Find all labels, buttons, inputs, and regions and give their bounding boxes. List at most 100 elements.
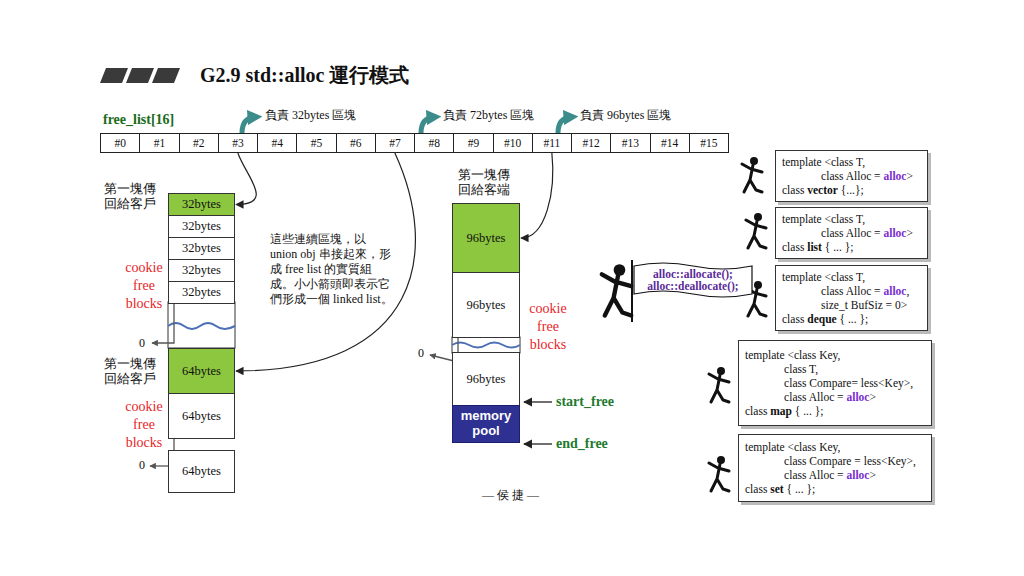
allocator-name: alloc xyxy=(846,469,869,481)
node-text: alloc::allocate(); xyxy=(653,268,733,280)
polygon-shape xyxy=(100,68,128,83)
diagram-title: G2.9 std::alloc 運行模式 xyxy=(200,62,409,89)
node-text: #11 xyxy=(543,137,560,149)
code-line: class Compare = less<Key>, xyxy=(745,454,916,468)
free-list-slot: #3 xyxy=(218,133,258,153)
path-shape xyxy=(558,117,571,133)
path-shape xyxy=(524,401,552,402)
node-text: #12 xyxy=(583,137,600,149)
code-line: class Alloc = alloc, xyxy=(782,284,909,298)
null-marker: 0 xyxy=(139,336,145,351)
node-text: 96bytes xyxy=(467,298,506,313)
node-text: #9 xyxy=(468,137,480,149)
memory-block: 32bytes xyxy=(168,281,235,304)
memory-block: 64bytes xyxy=(168,393,235,439)
node-text: 32bytes xyxy=(182,285,221,300)
node-text: #0 xyxy=(114,137,126,149)
free-list-slot: #5 xyxy=(296,133,336,153)
allocator-name: alloc xyxy=(883,285,906,297)
pointer-name: end_free xyxy=(556,436,608,452)
template-box: template <class T,class Alloc = alloc>cl… xyxy=(775,207,928,259)
node-text: 32bytes xyxy=(182,263,221,278)
memory-block: 96bytes xyxy=(452,272,520,338)
polygon-shape xyxy=(126,68,154,83)
free-list-slot: #9 xyxy=(453,133,493,153)
free-list-pointer xyxy=(521,153,553,238)
allocator-name: alloc xyxy=(883,227,906,239)
free-list-slot: #7 xyxy=(375,133,415,153)
code-line: class set { ... }; xyxy=(745,482,815,496)
use-shape xyxy=(742,157,762,192)
code-line: size_t BufSiz = 0> xyxy=(782,298,907,312)
node-text: #5 xyxy=(311,137,323,149)
author-credit: — 侯 捷 — xyxy=(482,487,539,504)
code-line: class list { ... }; xyxy=(782,240,853,254)
code-line: template <class T, xyxy=(782,155,865,169)
code-line: class Alloc = alloc> xyxy=(745,390,876,404)
cookie-free-label: cookie free blocks xyxy=(524,300,572,355)
free-list-slot: #11 xyxy=(532,133,572,153)
node-text: #1 xyxy=(154,137,166,149)
node-text: memory pool xyxy=(461,409,512,439)
node-text: #13 xyxy=(622,137,639,149)
class-name: vector xyxy=(807,184,838,196)
free-list-slot: #4 xyxy=(257,133,297,153)
returned-block: 64bytes xyxy=(168,348,235,394)
code-line: class Compare= less<Key>, xyxy=(745,376,913,390)
code-line: class Alloc = alloc> xyxy=(782,169,913,183)
node-text: #10 xyxy=(504,137,521,149)
callout-text: 負責 32bytes 區塊 xyxy=(265,107,356,124)
use-shape xyxy=(746,213,766,248)
cookie-free-label: cookie free blocks xyxy=(120,259,168,314)
node-text: alloc::deallocate(); xyxy=(647,280,738,292)
code-line: template <class Key, xyxy=(745,440,840,454)
null-marker: 0 xyxy=(139,458,145,473)
node-text: #6 xyxy=(350,137,362,149)
node-text: 64bytes xyxy=(182,409,221,424)
code-line: class Alloc = alloc> xyxy=(745,468,876,482)
rect-shape xyxy=(168,302,235,348)
cookie-free-label: cookie free blocks xyxy=(120,398,168,453)
code-line: template <class Key, xyxy=(745,348,840,362)
memory-pool: memory pool xyxy=(452,405,520,443)
path-shape xyxy=(168,323,235,329)
node-text: #4 xyxy=(271,137,283,149)
pointer-name: start_free xyxy=(556,394,614,410)
code-line: template <class T, xyxy=(782,270,865,284)
allocator-name: alloc xyxy=(846,391,869,403)
path-shape xyxy=(524,443,552,444)
returned-block: 96bytes xyxy=(452,203,520,273)
node-text: #15 xyxy=(700,137,717,149)
path-shape xyxy=(421,117,434,133)
null-pointer-arrows xyxy=(150,297,458,466)
node-text: 32bytes xyxy=(182,197,221,212)
node-text: #8 xyxy=(428,137,440,149)
polygon-shape xyxy=(152,68,180,83)
node-text: #3 xyxy=(232,137,244,149)
callout-text: 負責 96bytes 區塊 xyxy=(580,107,671,124)
returned-block: 32bytes xyxy=(168,193,235,216)
note-text: 第一塊傳回給客端 xyxy=(458,168,520,198)
api-flag: alloc::allocate();alloc::deallocate(); xyxy=(633,262,753,298)
node-text: #2 xyxy=(193,137,205,149)
free-list-slot: #13 xyxy=(610,133,650,153)
free-list-slot: #10 xyxy=(493,133,533,153)
code-line: class vector {...}; xyxy=(782,183,864,197)
use-shape xyxy=(709,367,729,402)
code-line: class Alloc = alloc> xyxy=(782,226,913,240)
memory-block: 32bytes xyxy=(168,237,235,260)
node-text: #7 xyxy=(389,137,401,149)
memory-block: 64bytes xyxy=(168,450,235,493)
free-list-slot: #0 xyxy=(100,133,140,153)
template-box: template <class Key,class T,class Compar… xyxy=(738,340,932,426)
code-line: class map { ... }; xyxy=(745,404,823,418)
free-list-slot: #15 xyxy=(689,133,729,153)
class-name: list xyxy=(807,241,822,253)
free-list-pointer xyxy=(236,153,256,205)
node-text: 64bytes xyxy=(182,464,221,479)
node-text: 32bytes xyxy=(182,241,221,256)
free-list-pointer xyxy=(236,153,415,371)
template-box: template <class T,class Alloc = alloc,si… xyxy=(775,265,928,331)
class-name: map xyxy=(770,405,792,417)
node-text: 96bytes xyxy=(467,231,506,246)
